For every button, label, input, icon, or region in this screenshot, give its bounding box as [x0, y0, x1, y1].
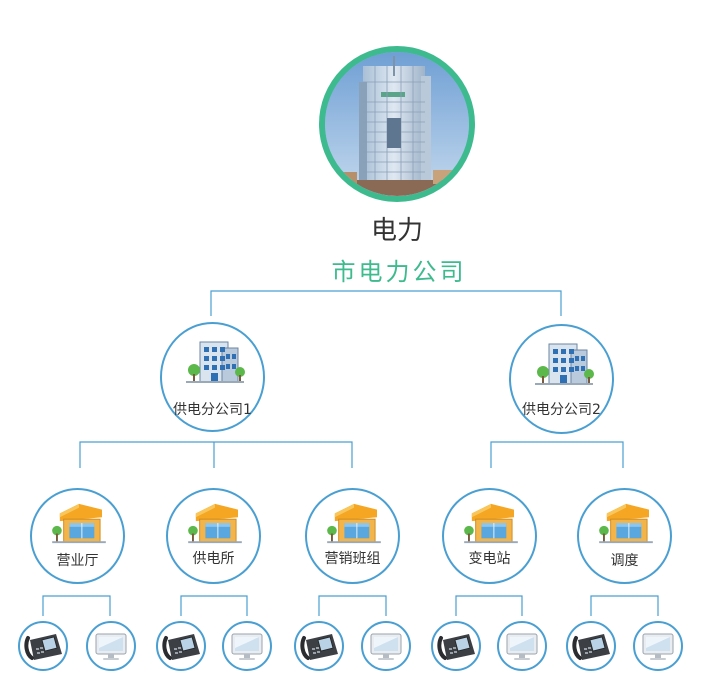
shop-icon [186, 500, 244, 546]
unit-label-2: 供电所 [192, 551, 235, 567]
device-phone-3[interactable] [294, 621, 344, 671]
desk-phone-icon [24, 630, 64, 662]
device-computer-3[interactable] [361, 621, 411, 671]
device-phone-5[interactable] [566, 621, 616, 671]
connector-unit-4 [455, 595, 523, 616]
root-title: 电力 [370, 216, 423, 246]
device-phone-1[interactable] [18, 621, 68, 671]
branch-label-2: 供电分公司2 [522, 402, 601, 418]
connector-root [210, 290, 562, 316]
connector-branch-1 [79, 441, 353, 468]
connector-unit-5 [590, 595, 659, 616]
device-computer-4[interactable] [497, 621, 547, 671]
connector-unit-2 [180, 595, 248, 616]
device-phone-2[interactable] [156, 621, 206, 671]
shop-icon [50, 500, 108, 546]
office-building-icon [531, 340, 595, 388]
computer-monitor-icon [639, 630, 679, 662]
office-tower-photo [325, 52, 469, 196]
shop-icon [462, 500, 520, 546]
unit-label-1: 营业厅 [56, 553, 99, 569]
unit-label-5: 调度 [610, 553, 639, 569]
desk-phone-icon [300, 630, 340, 662]
device-phone-4[interactable] [431, 621, 481, 671]
shop-icon [597, 500, 655, 546]
branch-node-2[interactable]: 供电分公司2 [509, 324, 614, 434]
device-computer-5[interactable] [633, 621, 683, 671]
unit-label-3: 营销班组 [324, 551, 381, 567]
unit-node-3[interactable]: 营销班组 [305, 488, 400, 584]
device-computer-2[interactable] [222, 621, 272, 671]
unit-node-5[interactable]: 调度 [577, 488, 672, 584]
unit-label-4: 变电站 [468, 551, 511, 567]
desk-phone-icon [572, 630, 612, 662]
branch-node-1[interactable]: 供电分公司1 [160, 322, 265, 432]
unit-node-4[interactable]: 变电站 [442, 488, 537, 584]
connector-branch-2 [490, 441, 624, 468]
branch-label-1: 供电分公司1 [173, 402, 252, 418]
unit-node-2[interactable]: 供电所 [166, 488, 261, 584]
device-computer-1[interactable] [86, 621, 136, 671]
computer-monitor-icon [503, 630, 543, 662]
root-photo [319, 46, 475, 202]
connector-unit-3 [318, 595, 387, 616]
root-subtitle: 市电力公司 [331, 258, 467, 286]
computer-monitor-icon [228, 630, 268, 662]
connector-unit-1 [42, 595, 111, 616]
desk-phone-icon [162, 630, 202, 662]
unit-node-1[interactable]: 营业厅 [30, 488, 125, 584]
shop-icon [325, 500, 383, 546]
office-building-icon [182, 338, 246, 386]
computer-monitor-icon [92, 630, 132, 662]
desk-phone-icon [437, 630, 477, 662]
computer-monitor-icon [367, 630, 407, 662]
